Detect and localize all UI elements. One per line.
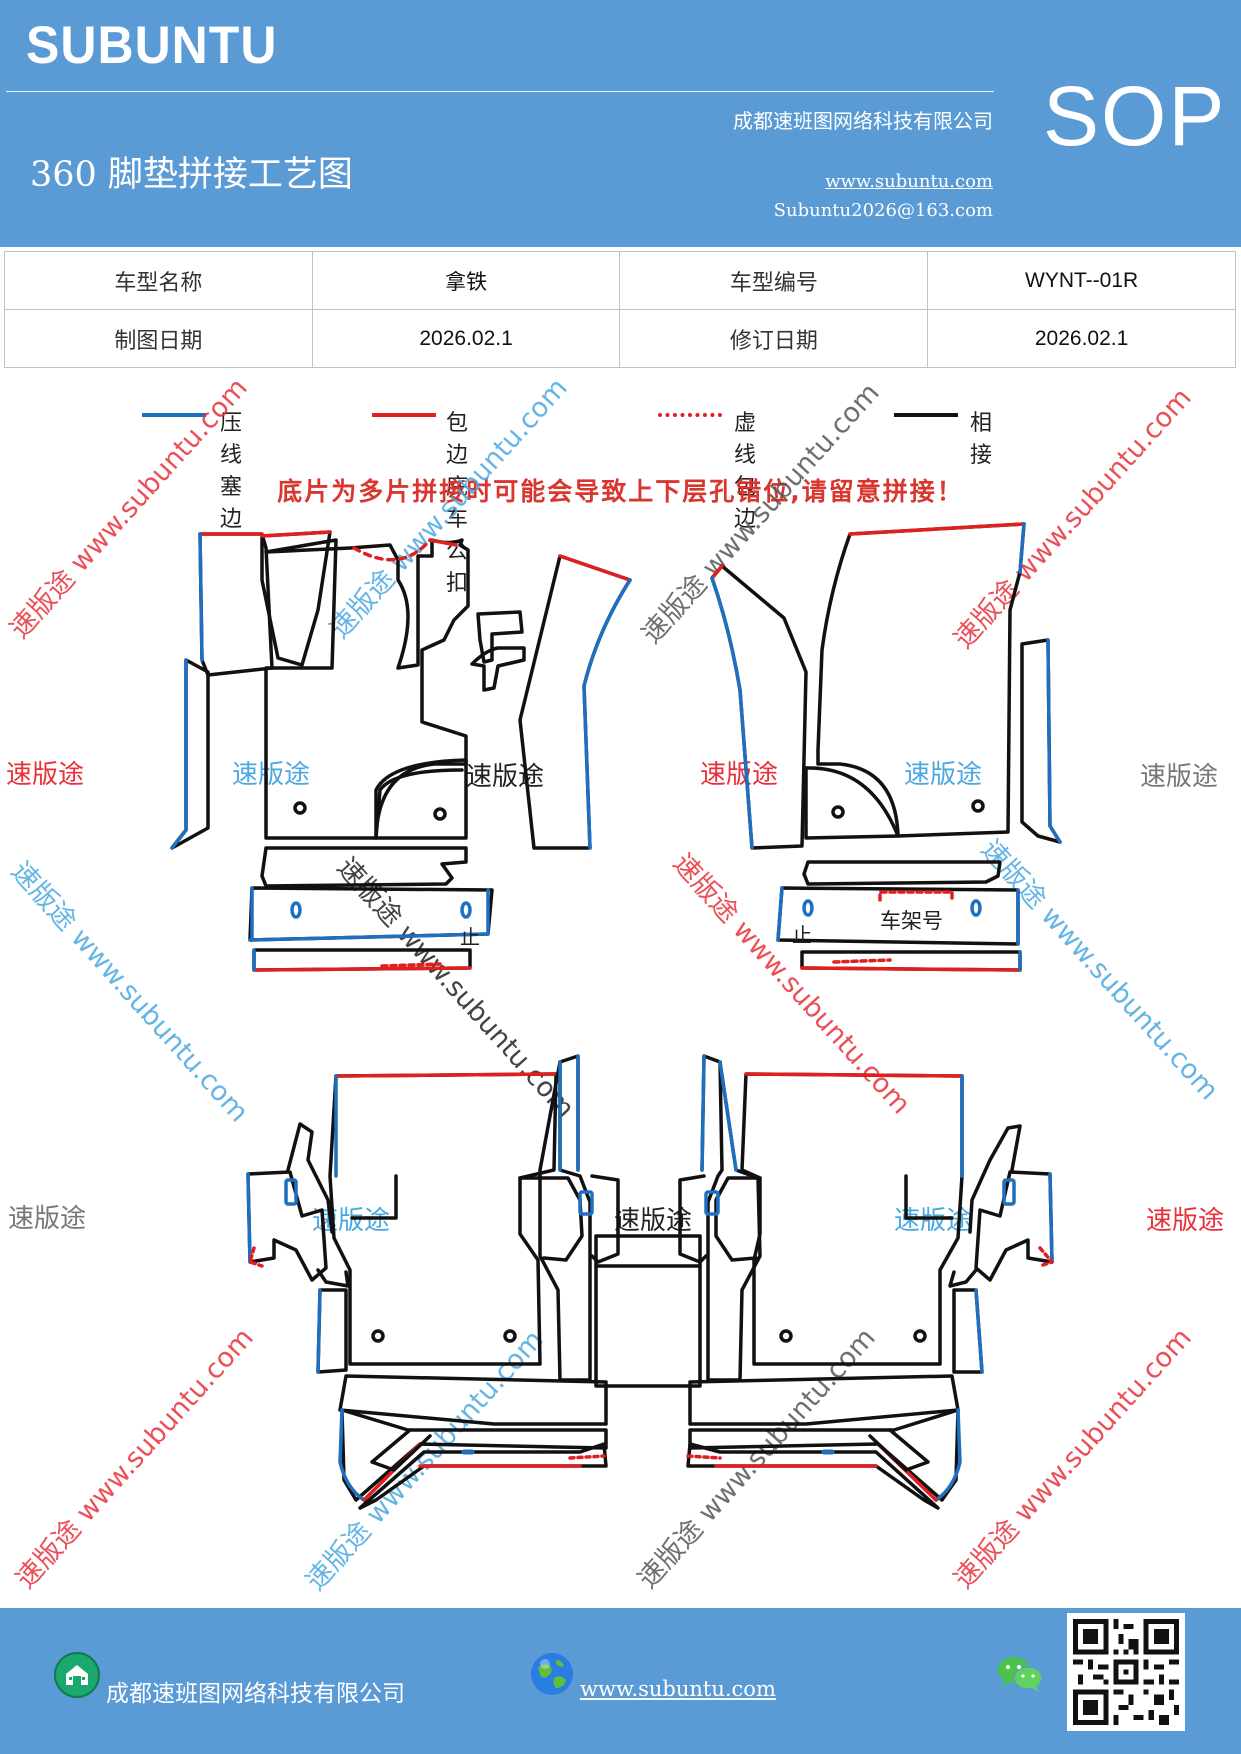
- watermark-diagonal: 速版途 www.subuntu.com: [632, 1322, 881, 1594]
- stop-mark-right: 止: [792, 923, 812, 947]
- watermark-text: 速版途: [232, 760, 310, 790]
- watermark-text: 速版途: [700, 760, 778, 790]
- legend-label-joint: 相接: [970, 411, 993, 468]
- company-name: 成都速班图网络科技有限公司: [733, 109, 993, 133]
- qr-code[interactable]: [1067, 1613, 1185, 1731]
- table-row: 制图日期 2026.02.1 修订日期 2026.02.1: [4, 309, 1236, 368]
- website-link[interactable]: www.subuntu.com: [825, 171, 993, 192]
- company-icon: [54, 1652, 100, 1698]
- legend-swatch-joint: [894, 413, 958, 417]
- footer-company-name: 成都速班图网络科技有限公司: [106, 1681, 405, 1707]
- globe-icon: [531, 1653, 573, 1695]
- revise-date-label: 修订日期: [619, 309, 929, 368]
- stop-mark-left: 止: [460, 925, 480, 949]
- watermark-text: 速版途: [312, 1206, 390, 1236]
- watermark-diagonal: 速版途 www.subuntu.com: [10, 1322, 259, 1594]
- document-title: 360 脚垫拼接工艺图: [30, 155, 353, 195]
- model-name-value: 拿铁: [311, 251, 621, 310]
- qr-code-icon: [1073, 1619, 1179, 1725]
- legend-label-dotted-binding: 虚线包边: [734, 411, 757, 532]
- legend-swatch-binding: [372, 413, 436, 417]
- watermark-text: 速版途: [894, 1206, 972, 1236]
- table-row: 车型名称 拿铁 车型编号 WYNT--01R: [4, 251, 1236, 310]
- watermark-text: 速版途: [6, 760, 84, 790]
- frame-number-label: 车架号: [880, 909, 943, 933]
- watermark-text: 速版途: [1140, 762, 1218, 792]
- header-divider: [6, 91, 994, 92]
- model-code-value: WYNT--01R: [927, 251, 1236, 310]
- header-banner: [0, 0, 1241, 247]
- watermark-diagonal: 速版途 www.subuntu.com: [636, 377, 885, 649]
- watermark-diagonal: 速版途 www.subuntu.com: [975, 834, 1224, 1106]
- mat-rear-right: [678, 1054, 1054, 1510]
- watermark-text: 速版途: [614, 1206, 692, 1236]
- wechat-icon[interactable]: [996, 1654, 1044, 1694]
- legend-swatch-dotted-binding: [658, 413, 722, 417]
- watermark-text: 速版途: [904, 760, 982, 790]
- footer-website-link[interactable]: www.subuntu.com: [580, 1677, 776, 1701]
- watermark-diagonal: 速版途 www.subuntu.com: [331, 852, 580, 1124]
- watermark-text: 速版途: [466, 762, 544, 792]
- warning-text: 底片为多片拼接时可能会导致上下层孔错位,请留意拼接！: [277, 477, 964, 506]
- legend-swatch-press-line: [142, 413, 206, 417]
- watermark-text: 速版途: [8, 1204, 86, 1234]
- watermark-diagonal: 速版途 www.subuntu.com: [667, 848, 916, 1120]
- watermark-layer: 速版途 速版途 速版途 速版途 速版途 速版途 速版途 速版途 速版途 速版途 …: [4, 372, 1224, 1596]
- model-name-label: 车型名称: [4, 251, 313, 310]
- draw-date-label: 制图日期: [4, 309, 313, 368]
- vehicle-info-table: 车型名称 拿铁 车型编号 WYNT--01R 制图日期 2026.02.1 修订…: [4, 251, 1236, 368]
- draw-date-value: 2026.02.1: [311, 309, 621, 368]
- watermark-diagonal: 速版途 www.subuntu.com: [948, 1322, 1197, 1594]
- watermark-text: 速版途: [1146, 1206, 1224, 1236]
- mat-front-right: [710, 522, 1062, 972]
- sop-badge: SOP: [1043, 69, 1227, 163]
- watermark-diagonal: 速版途 www.subuntu.com: [300, 1324, 549, 1596]
- mat-front-left: [170, 530, 632, 972]
- mat-rear-left: [246, 1054, 620, 1510]
- brand-logo: SUBUNTU: [26, 15, 278, 75]
- revise-date-value: 2026.02.1: [927, 309, 1236, 368]
- mat-center-strip: [594, 1234, 702, 1388]
- watermark-diagonal: 速版途 www.subuntu.com: [5, 856, 254, 1128]
- legend-label-press-line: 压线塞边: [220, 411, 243, 532]
- model-code-label: 车型编号: [619, 251, 929, 310]
- email-address: Subuntu2026@163.com: [773, 200, 993, 221]
- watermark-diagonal: 速版途 www.subuntu.com: [4, 372, 253, 644]
